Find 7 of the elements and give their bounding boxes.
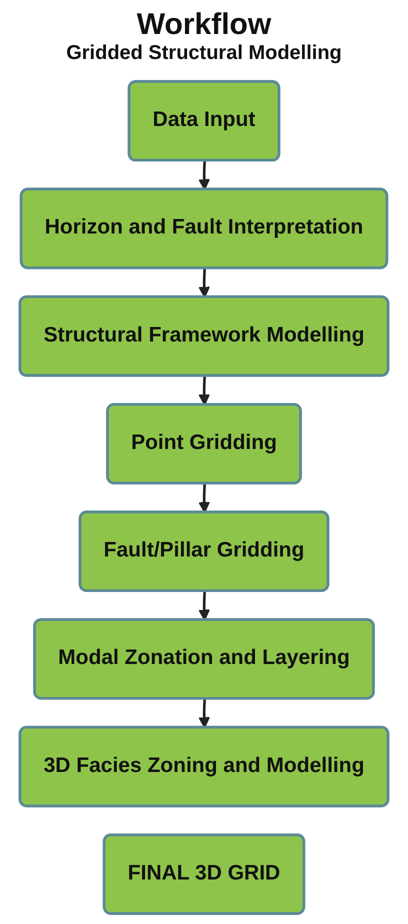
diagram-subtitle: Gridded Structural Modelling — [66, 42, 342, 65]
diagram-title: Workflow — [136, 8, 272, 42]
arrow — [198, 268, 210, 298]
arrow — [198, 376, 210, 406]
arrow — [198, 698, 210, 728]
arrow — [198, 591, 210, 621]
arrow — [198, 160, 210, 190]
